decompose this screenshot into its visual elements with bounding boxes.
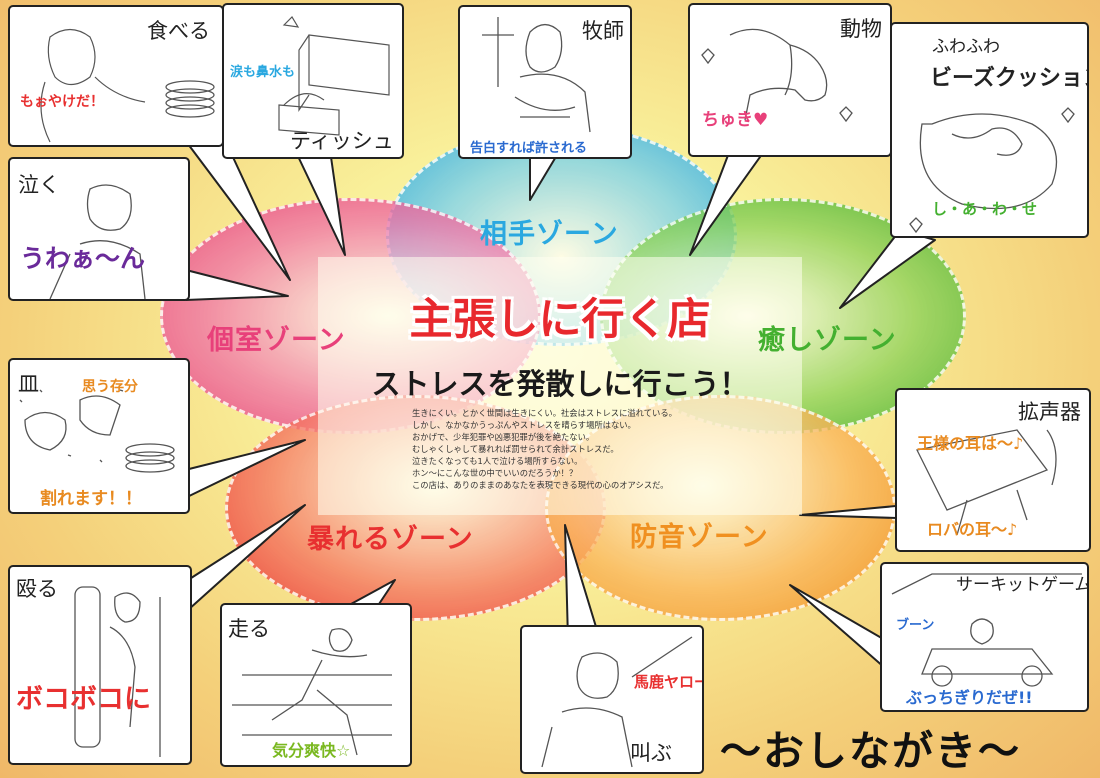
panel-caption: もぉやけだ！	[20, 94, 104, 110]
crying-sketch	[49, 184, 146, 299]
panel-caption: ボコボコに	[16, 684, 151, 715]
panel-bokushi: 牧師 告白すれば許される	[458, 5, 632, 159]
panel-title: 動物	[840, 17, 882, 41]
panel-doubutsu: 動物 ちゅき♥	[688, 3, 892, 157]
panel-caption: 涙も鼻水も	[230, 65, 296, 80]
panel-caption: ブーン	[896, 618, 935, 633]
panel-naguru: 殴る ボコボコに	[8, 565, 192, 765]
description-line: おかげで、少年犯罪や凶悪犯罪が後を絶たない。	[412, 432, 595, 442]
iyashi-zone-label: 癒しゾーン	[758, 325, 897, 356]
panel-sakebu: 馬鹿ヤロー!! 叫ぶ	[520, 625, 704, 774]
koshitsu-zone-label: 個室ゾーン	[207, 325, 346, 356]
panel-taberu: 食べる もぉやけだ！	[8, 5, 224, 147]
broken-plates-sketch	[19, 389, 175, 473]
center-panel: 主張しに行く店 ストレスを発散しに行こう！ 生きにくい。とかく世間は生きにくい。…	[318, 257, 802, 515]
panel-caption: 馬鹿ヤロー!!	[634, 673, 702, 691]
boon-zone-label: 防音ゾーン	[630, 522, 769, 553]
panel-title: 食べる	[147, 19, 210, 43]
cushion-sketch	[909, 107, 1075, 234]
panel-title: 走る	[228, 617, 270, 641]
panel-caption: ちゅき♥	[702, 110, 769, 130]
description-line: むしゃくしゃして暴れれば罰せられて余計ストレスだ。	[412, 444, 619, 454]
panel-title: 叫ぶ	[630, 741, 672, 765]
eating-sketch	[40, 28, 215, 143]
panel-caption: 気分爽快☆	[272, 741, 351, 760]
panel-caption-2: ぶっちぎりだぜ!!	[906, 688, 1033, 707]
footer-oshinagaki: ～おしながき～	[720, 727, 1021, 775]
main-title: 主張しに行く店	[409, 295, 711, 345]
panel-caption-2: ロバの耳～♪	[927, 520, 1018, 539]
description-line: 泣きたくなっても1人で泣ける場所すらない。	[412, 456, 583, 466]
panel-kakuseiki: 拡声器 王様の耳は～♪ ロバの耳～♪	[895, 388, 1091, 552]
panel-title: サーキットゲーム	[956, 575, 1089, 595]
panel-title: ティッシュ	[290, 129, 394, 153]
description-line: この店は、ありのままのあなたを表現できる現代の心のオアシスだ。	[412, 480, 669, 490]
panel-caption: 王様の耳は～♪	[917, 434, 1024, 453]
panel-caption: 思う存分	[82, 379, 138, 395]
panel-caption: うわぁ～ん	[20, 244, 146, 273]
panel-title: 拡声器	[1018, 400, 1081, 424]
panel-caption: 告白すれば許される	[470, 141, 588, 156]
runner-sketch	[232, 628, 392, 756]
panel-cushion: ふわふわ ビーズクッション し・あ・わ・せ	[890, 22, 1089, 238]
panel-title: ふわふわ	[932, 37, 1000, 57]
megaphone-sketch	[916, 429, 1057, 536]
description: 生きにくい。とかく世間は生きにくい。社会はストレスに溢れている。 しかし、なかな…	[412, 407, 677, 491]
panel-title: 殴る	[16, 577, 58, 601]
panel-title: 牧師	[582, 19, 624, 43]
panel-circuit: サーキットゲーム ブーン ぶっちぎりだぜ!!	[880, 562, 1089, 712]
punching-bag-sketch	[74, 586, 161, 757]
description-line: 生きにくい。とかく世間は生きにくい。社会はストレスに溢れている。	[412, 408, 677, 418]
panel-hashiru: 走る 気分爽快☆	[220, 603, 412, 767]
go-kart-sketch	[891, 573, 1082, 687]
dog-sketch	[701, 28, 853, 123]
panel-naku: 泣く うわぁ～ん	[8, 157, 190, 301]
aite-zone-label: 相手ゾーン	[480, 219, 619, 250]
panel-caption-2: 割れます！！	[40, 489, 142, 509]
panel-title-2: ビーズクッション	[930, 66, 1089, 91]
abareru-zone-label: 暴れるゾーン	[307, 524, 474, 555]
description-line: ホン～にこんな世の中でいいのだろうか！？	[412, 468, 578, 478]
panel-title: 泣く	[18, 173, 60, 197]
description-line: しかし、なかなかうっぷんやストレスを晴らす場所はない。	[412, 420, 636, 430]
shouting-sketch	[541, 636, 693, 768]
panel-tissue: 涙も鼻水も ティッシュ	[222, 3, 404, 159]
panel-title: 皿	[18, 372, 39, 396]
panel-sara: 皿 思う存分 割れます！！	[8, 358, 190, 514]
panel-caption: し・あ・わ・せ	[932, 200, 1038, 218]
tissue-box-sketch	[278, 16, 390, 136]
priest-sketch	[482, 17, 591, 133]
subtitle: ストレスを発散しに行こう！	[371, 367, 749, 401]
